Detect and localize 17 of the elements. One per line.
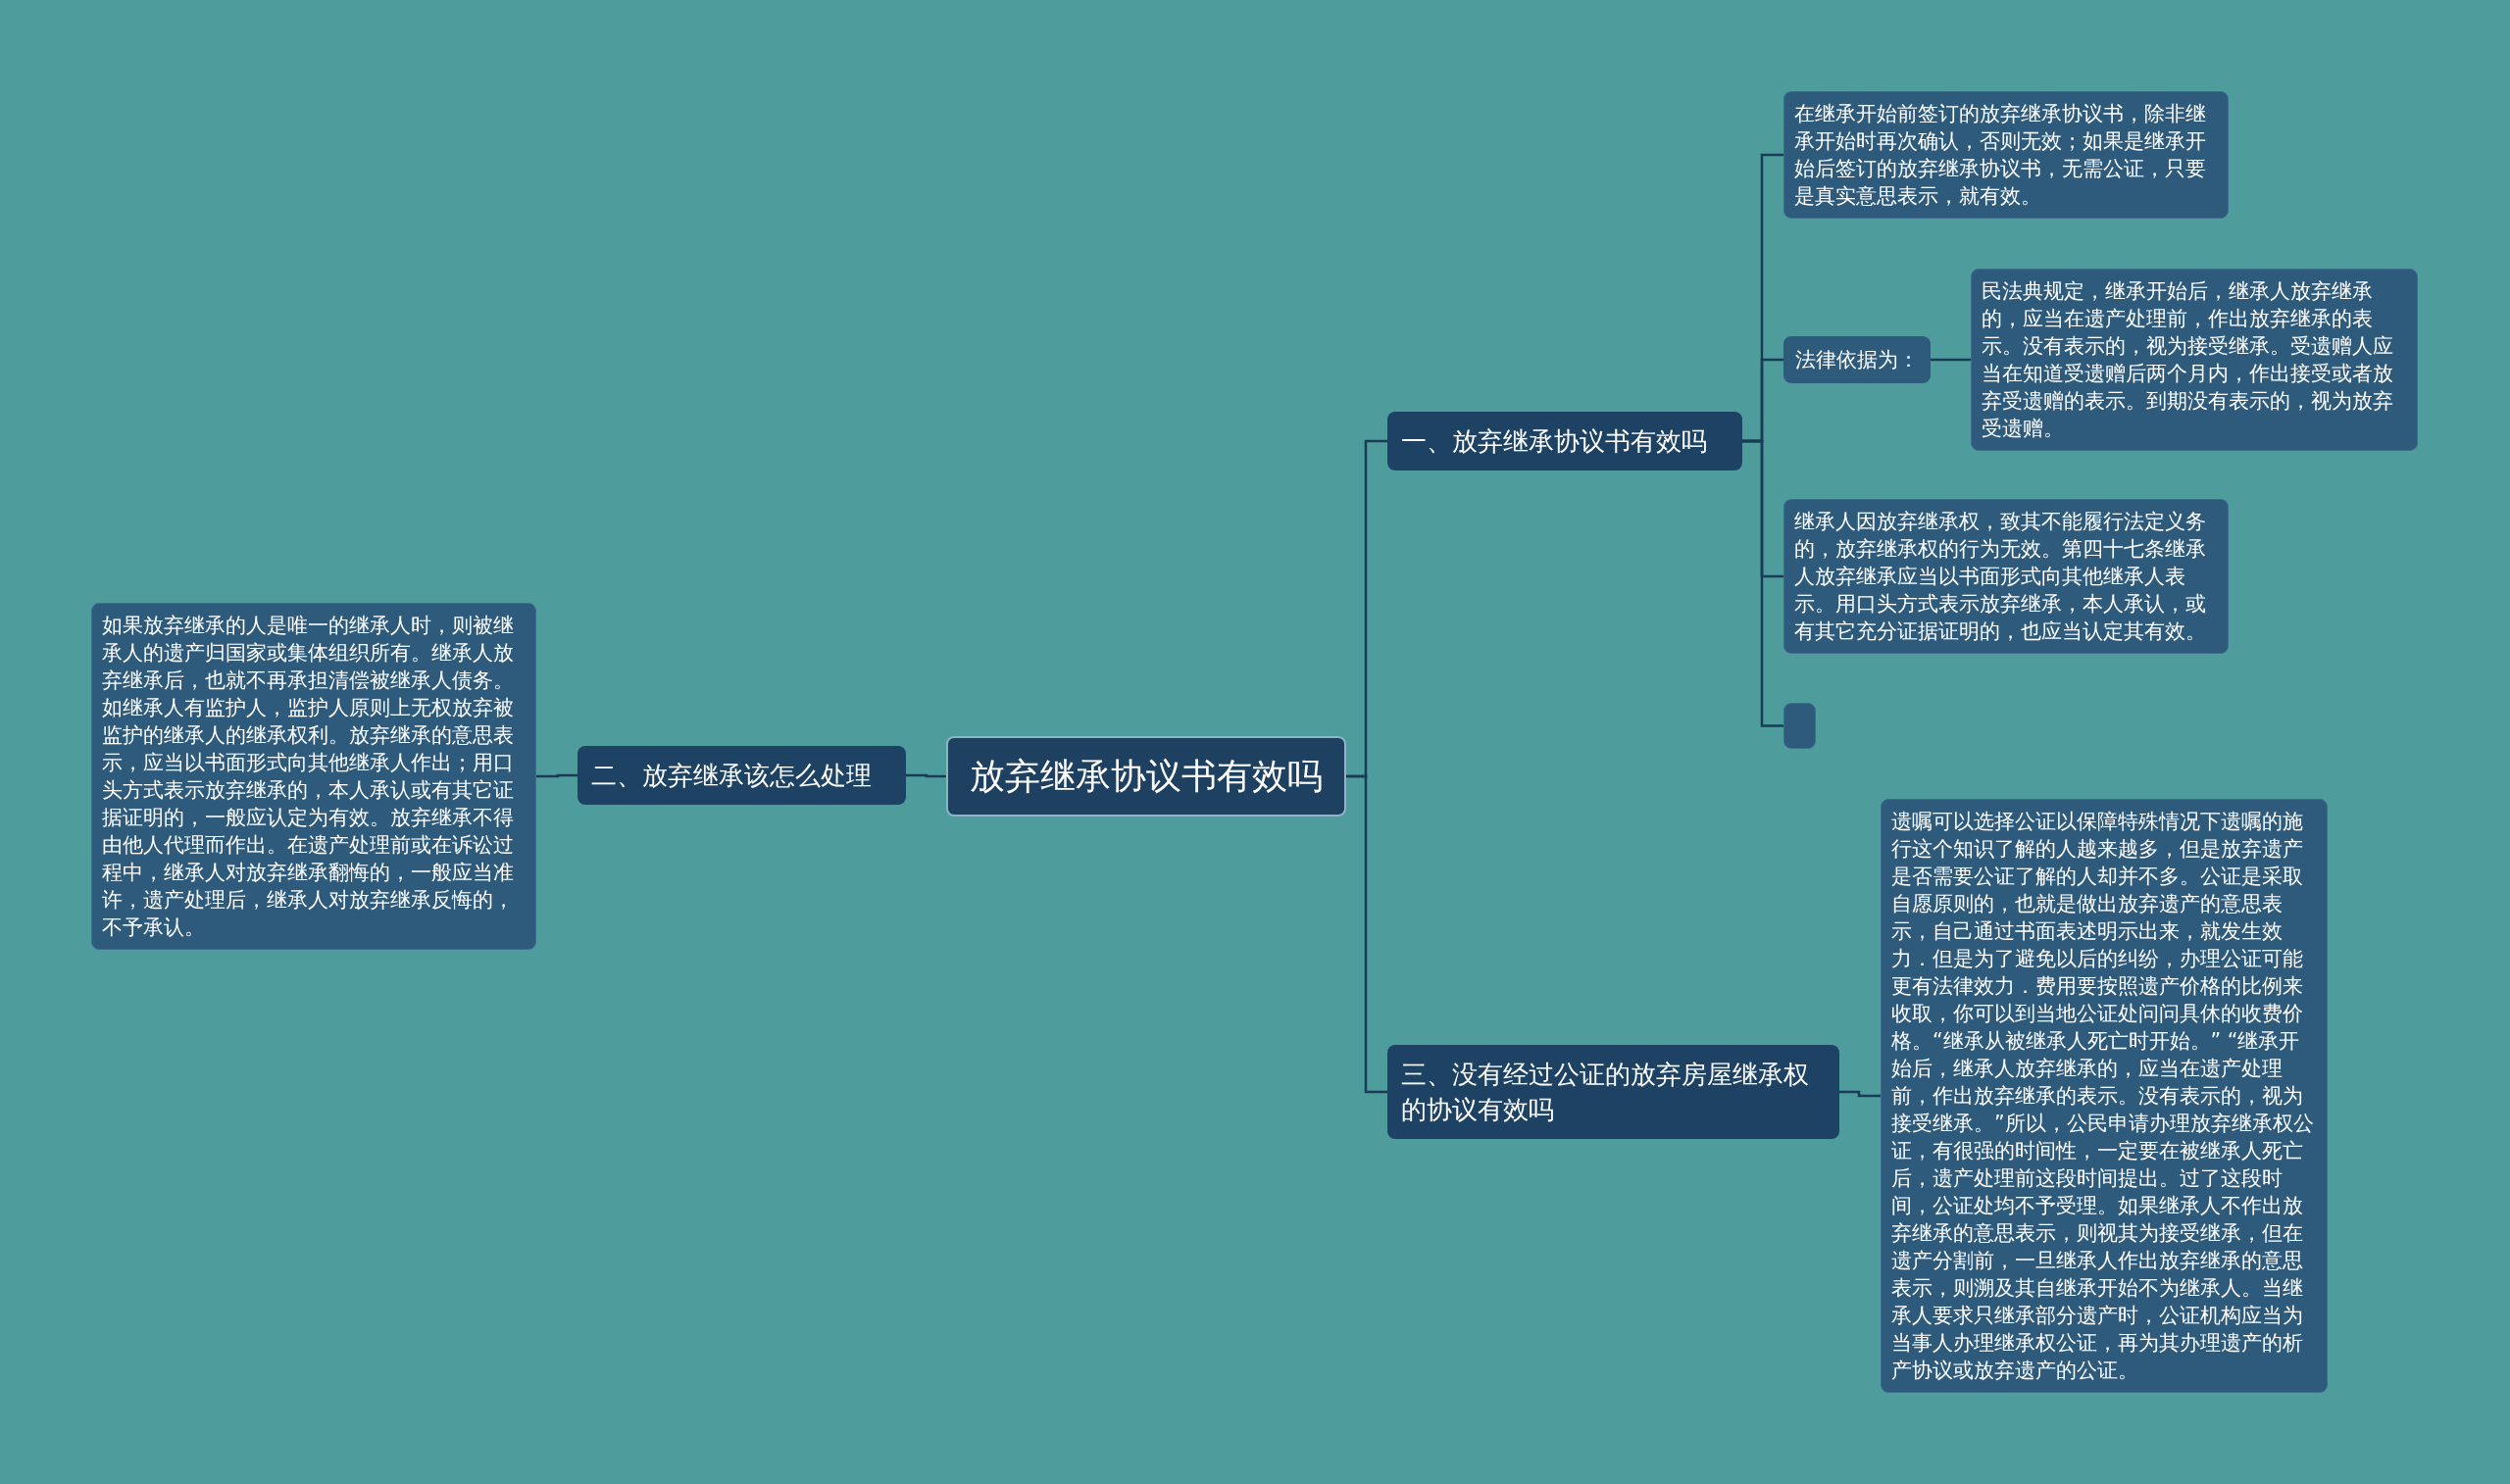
topic-box: 三、没有经过公证的放弃房屋继承权的协议有效吗 xyxy=(1387,1045,1839,1139)
connector-line xyxy=(1839,1090,1881,1098)
connector-line xyxy=(906,773,946,778)
connector-line xyxy=(536,773,577,778)
topic-box: 一、放弃继承协议书有效吗 xyxy=(1387,412,1742,470)
connector-line xyxy=(1931,358,1971,362)
empty-box xyxy=(1783,703,1816,749)
central-topic-box: 放弃继承协议书有效吗 xyxy=(946,736,1346,816)
connector-line xyxy=(1346,774,1387,1094)
subtopic-box: 法律依据为： xyxy=(1783,336,1931,383)
topic-box: 二、放弃继承该怎么处理 xyxy=(577,746,906,805)
text-box: 在继承开始前签订的放弃继承协议书，除非继承开始时再次确认，否则无效；如果是继承开始后签订的放弃继承协议书，无需公证，只要是真实意思表示，就有效。 xyxy=(1783,91,2229,219)
connector-line xyxy=(1742,439,1783,727)
text-box: 民法典规定，继承开始后，继承人放弃继承的，应当在遗产处理前，作出放弃继承的表示。没有表示的，视为接受继承。受遗赠人应当在知道受遗赠后两个月内，作出接受或者放弃受遗赠的表示。到期没有表示的，视为放弃受遗赠。 xyxy=(1971,269,2418,451)
text-box: 遗嘱可以选择公证以保障特殊情况下遗嘱的施行这个知识了解的人越来越多，但是放弃遗产是否需要公证了解的人却并不多。公证是采取自愿原则的，也就是做出放弃遗产的意思表示，自己通过书面表述明示出来，就发生效力．但是为了避免以后的纠纷，办理公证可能更有法律效力．费用要按照遗产价格的比例来收取，你可以到当地公证处问问具休的收费价格。“继承从被继承人死亡时开始。” “继承开始后，继承人放弃继承的，应当在遗产处理前，作出放弃继承的表示。没有表示的，视为接受继承。”所以，公民申请办理放弃继承权公证，有很强的时间性，一定要在被继承人死亡后，遗产处理前这段时间提出。过了这段时间，公证处均不予受理。如果继承人不作出放弃继承的意思表示，则视其为接受继承，但在遗产分割前，一旦继承人作出放弃继承的意思表示，则溯及其自继承开始不为继承人。当继承人要求只继承部分遗产时，公证机构应当为当事人办理继承权公证，再为其办理遗产的析产协议或放弃遗产的公证。 xyxy=(1881,799,2328,1393)
text-box: 如果放弃继承的人是唯一的继承人时，则被继承人的遗产归国家或集体组织所有。继承人放弃继承后，也就不再承担清偿被继承人债务。如继承人有监护人，监护人原则上无权放弃被监护的继承人的继承权利。放弃继承的意思表示，应当以书面形式向其他继承人作出；用口头方式表示放弃继承的，本人承认或有其它证据证明的，一般应认定为有效。放弃继承不得由他人代理而作出。在遗产处理前或在诉讼过程中，继承人对放弃继承翻悔的，一般应当准许，遗产处理后，继承人对放弃继承反悔的，不予承认。 xyxy=(91,603,536,950)
text-box: 继承人因放弃继承权，致其不能履行法定义务的，放弃继承权的行为无效。第四十七条继承人放弃继承应当以书面形式向其他继承人表示。用口头方式表示放弃继承，本人承认，或有其它充分证据证明的，也应当认定其有效。 xyxy=(1783,499,2229,654)
